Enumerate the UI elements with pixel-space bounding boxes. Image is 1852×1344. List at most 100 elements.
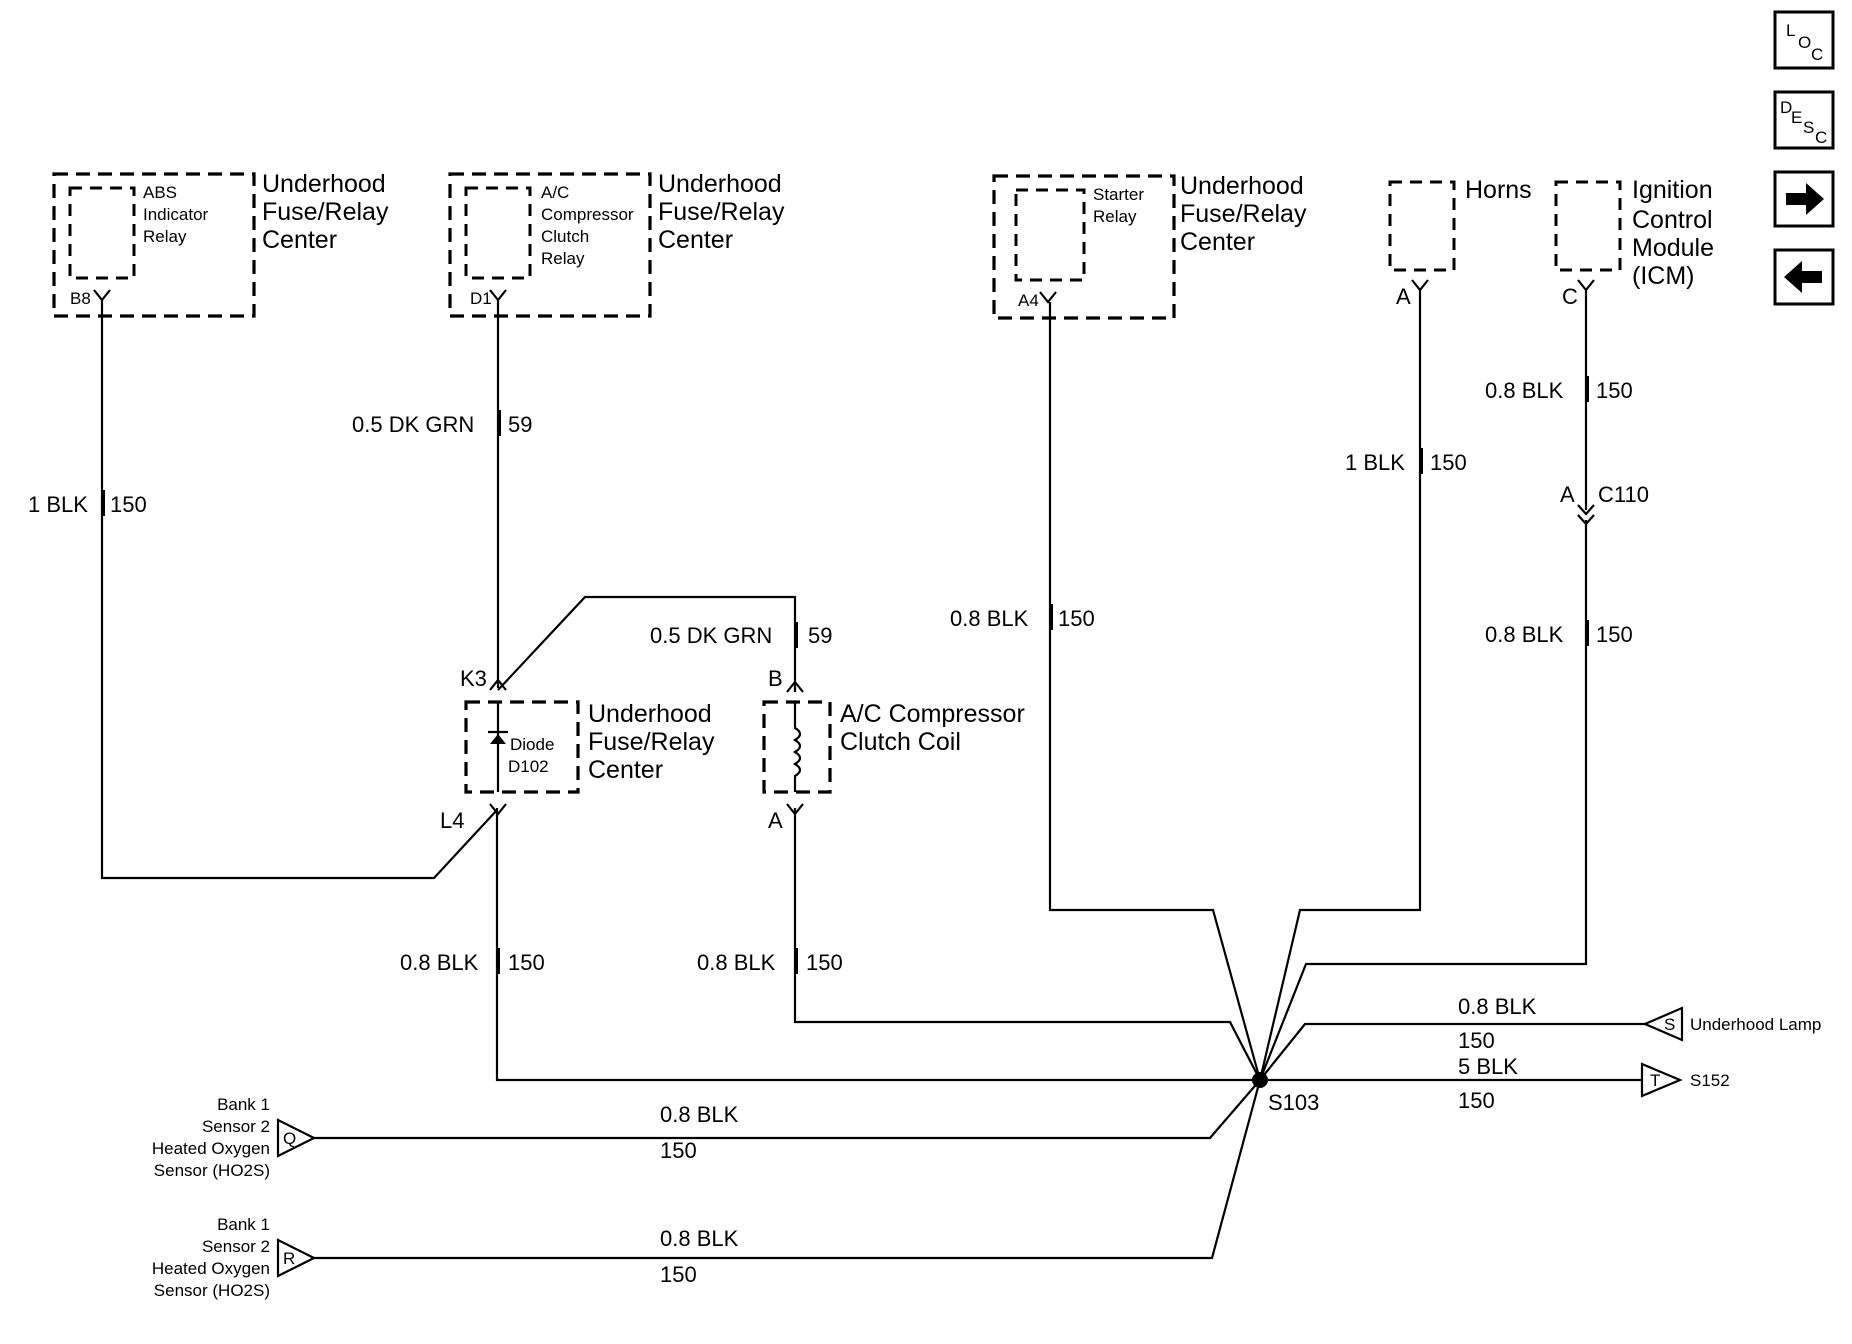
svg-text:D102: D102 [508,757,549,776]
svg-text:Fuse/Relay: Fuse/Relay [658,198,785,226]
svg-text:S: S [1664,1015,1675,1034]
svg-text:Center: Center [658,226,733,254]
ac-compressor-clutch-coil: B A/C Compressor Clutch Coil A [762,666,1025,833]
ho2s-r-connector: R Bank 1 Sensor 2 Heated Oxygen Sensor (… [152,1215,317,1300]
svg-text:Center: Center [262,226,337,254]
svg-text:0.5 DK GRN: 0.5 DK GRN [352,412,474,437]
svg-text:C: C [1815,128,1827,147]
svg-text:Starter: Starter [1093,185,1144,204]
svg-text:O: O [1798,33,1811,52]
svg-text:0.8 BLK: 0.8 BLK [660,1226,739,1251]
svg-text:Underhood: Underhood [1180,172,1304,200]
svg-text:S: S [1803,118,1814,137]
next-page-button[interactable] [1773,170,1835,228]
svg-text:Clutch: Clutch [541,227,589,246]
svg-text:D1: D1 [470,289,492,308]
diode-d102: K3 Diode D102 Underhood Fuse/Relay Cente… [440,666,715,833]
svg-text:150: 150 [508,950,545,975]
svg-text:Underhood: Underhood [658,170,782,198]
svg-text:0.8 BLK: 0.8 BLK [400,950,479,975]
svg-text:B8: B8 [70,289,91,308]
svg-text:T: T [1650,1071,1660,1090]
svg-text:0.8 BLK: 0.8 BLK [660,1102,739,1127]
starter-relay: Starter Relay Underhood Fuse/Relay Cente… [992,172,1307,320]
underhood-lamp-connector: S Underhood Lamp [1642,1006,1821,1042]
svg-text:Bank 1: Bank 1 [217,1215,270,1234]
svg-text:L4: L4 [440,808,464,833]
svg-text:Horns: Horns [1465,176,1532,204]
svg-text:Relay: Relay [1093,207,1137,226]
svg-text:Underhood: Underhood [262,170,386,198]
svg-text:150: 150 [1458,1088,1495,1113]
svg-text:Sensor 2: Sensor 2 [202,1237,270,1256]
desc-button[interactable]: D E S C [1773,90,1835,150]
svg-text:(ICM): (ICM) [1632,262,1694,290]
loc-button[interactable]: L O C [1773,10,1835,70]
svg-text:A4: A4 [1018,291,1039,310]
svg-text:0.5 DK GRN: 0.5 DK GRN [650,623,772,648]
svg-text:A: A [1560,482,1575,507]
svg-text:59: 59 [808,623,832,648]
svg-text:A: A [768,808,783,833]
connector-c110: A C110 [1560,482,1649,507]
svg-text:150: 150 [1430,450,1467,475]
svg-text:L: L [1786,21,1795,40]
ho2s-q-connector: Q Bank 1 Sensor 2 Heated Oxygen Sensor (… [152,1095,317,1180]
svg-text:150: 150 [1596,378,1633,403]
arrow-right-icon [1786,183,1824,215]
svg-text:R: R [283,1249,295,1268]
svg-text:Module: Module [1632,234,1714,262]
svg-text:Relay: Relay [143,227,187,246]
svg-text:Sensor (HO2S): Sensor (HO2S) [154,1161,270,1180]
horns: Horns A [1388,176,1532,309]
ignition-control-module: Ignition Control Module (ICM) C [1554,176,1714,309]
abs-indicator-relay: ABS Indicator Relay Underhood Fuse/Relay… [52,170,389,318]
svg-text:D: D [1780,98,1792,117]
svg-text:Fuse/Relay: Fuse/Relay [1180,200,1307,228]
svg-text:Control: Control [1632,206,1713,234]
svg-text:K3: K3 [460,666,487,691]
svg-text:150: 150 [1058,606,1095,631]
svg-text:Heated Oxygen: Heated Oxygen [152,1139,270,1158]
s152-connector: T S152 [1640,1062,1730,1098]
svg-text:Compressor: Compressor [541,205,634,224]
svg-text:150: 150 [110,492,147,517]
svg-text:Q: Q [283,1129,296,1148]
svg-text:1 BLK: 1 BLK [28,492,88,517]
svg-text:0.8 BLK: 0.8 BLK [1458,994,1537,1019]
svg-text:A/C: A/C [541,183,569,202]
svg-text:A: A [1396,284,1411,309]
arrow-left-icon [1784,261,1822,293]
svg-text:Underhood: Underhood [588,700,712,728]
svg-text:S152: S152 [1690,1071,1730,1090]
svg-text:59: 59 [508,412,532,437]
svg-text:Diode: Diode [510,735,554,754]
svg-text:Fuse/Relay: Fuse/Relay [588,728,715,756]
svg-text:E: E [1791,108,1802,127]
svg-text:1 BLK: 1 BLK [1345,450,1405,475]
svg-text:A/C Compressor: A/C Compressor [840,700,1025,728]
svg-text:150: 150 [660,1138,697,1163]
svg-text:Clutch Coil: Clutch Coil [840,728,961,756]
svg-text:Sensor 2: Sensor 2 [202,1117,270,1136]
svg-text:Fuse/Relay: Fuse/Relay [262,198,389,226]
svg-text:Bank 1: Bank 1 [217,1095,270,1114]
ac-compressor-clutch-relay: A/C Compressor Clutch Relay Underhood Fu… [448,170,785,318]
svg-text:150: 150 [660,1262,697,1287]
svg-text:0.8 BLK: 0.8 BLK [1485,622,1564,647]
svg-text:Relay: Relay [541,249,585,268]
svg-text:C110: C110 [1598,482,1649,507]
svg-text:Heated Oxygen: Heated Oxygen [152,1259,270,1278]
svg-text:150: 150 [806,950,843,975]
svg-text:S103: S103 [1268,1090,1319,1115]
svg-text:150: 150 [1596,622,1633,647]
svg-text:0.8 BLK: 0.8 BLK [1485,378,1564,403]
svg-text:C: C [1811,45,1823,64]
svg-text:C: C [1562,284,1578,309]
svg-text:ABS: ABS [143,183,177,202]
svg-text:0.8 BLK: 0.8 BLK [950,606,1029,631]
svg-text:Sensor (HO2S): Sensor (HO2S) [154,1281,270,1300]
svg-text:0.8 BLK: 0.8 BLK [697,950,776,975]
previous-page-button[interactable] [1773,248,1835,306]
